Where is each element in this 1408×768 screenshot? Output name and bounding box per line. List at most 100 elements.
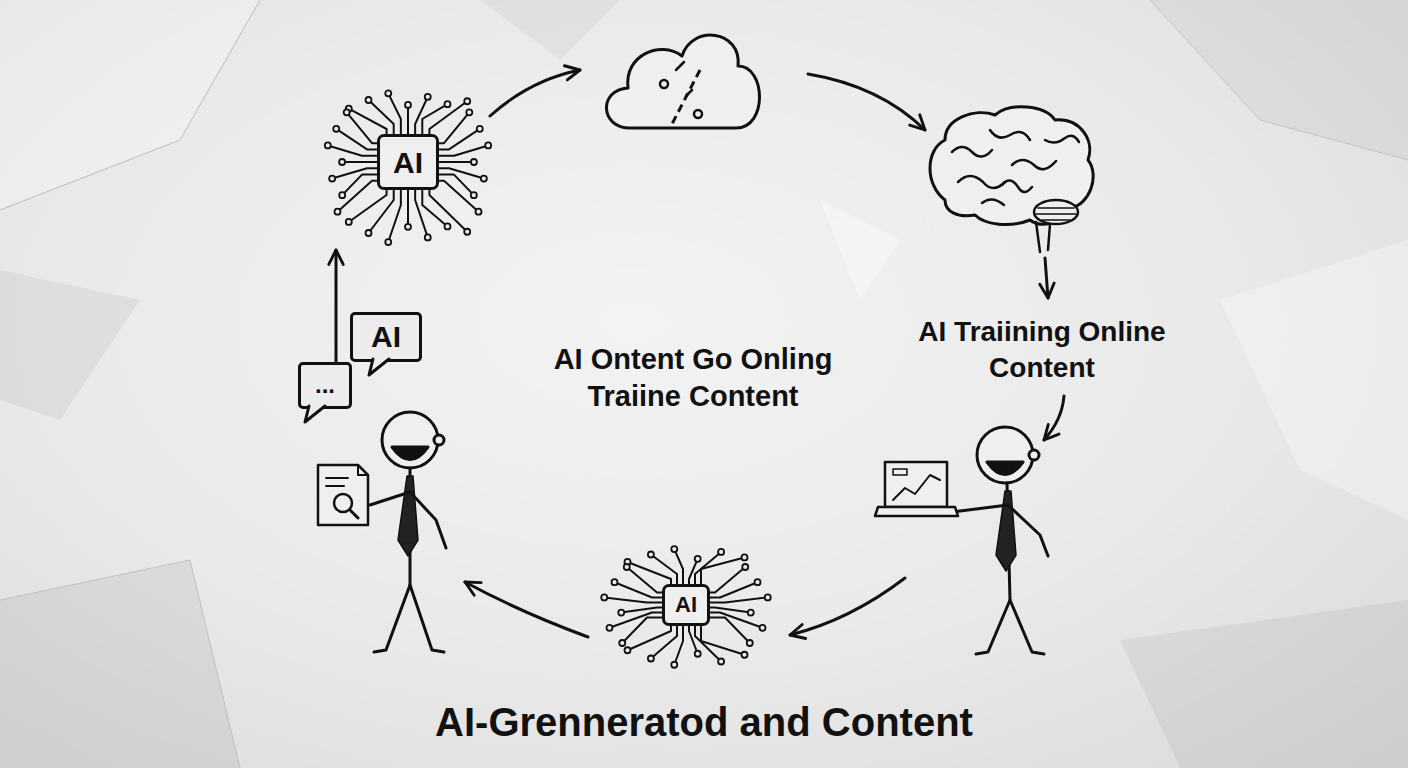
circuit-pad [339,159,345,165]
circuit-pad [385,90,391,96]
bubble-tail [369,359,395,379]
circuit-trace [674,549,683,584]
figure-legs [976,600,1044,654]
bubble-tail [369,358,389,375]
figure-arm [410,492,446,548]
circuit-pad [333,126,339,132]
circuit-pad [718,659,724,665]
circuit-pad [612,579,618,585]
circuit-trace [439,161,474,163]
brain-fold [1045,136,1079,143]
bubble-tail [369,359,389,375]
circuit-trace [439,145,488,155]
circuit-trace [689,559,698,584]
circuit-pad [425,234,431,240]
circuit-pad [466,109,472,115]
circuit-pad [481,176,487,182]
paper-crease [1150,0,1408,160]
figure-arm [952,505,1008,512]
circuit-trace [407,190,409,227]
brain-fold [982,199,1004,205]
circuit-pad [618,610,624,616]
paper-crease [1220,240,1408,520]
cycle-arrow [1045,258,1048,298]
circuit-trace [439,181,479,212]
paper-crease [0,560,240,768]
circuit-pad [765,594,771,600]
circuit-pad [366,230,372,236]
circuit-trace [388,93,401,134]
circuit-trace [429,101,467,134]
brain-outline [930,107,1093,225]
circuit-trace [369,190,394,233]
circuit-pad [344,109,350,115]
cloud-symbol [660,80,668,88]
cycle-arrows [465,70,1064,637]
circuit-trace [651,555,677,585]
laptop-screen [885,462,947,507]
circuit-pad [335,209,341,215]
circuit-pad [648,552,654,558]
chip-body: AI [377,134,439,190]
figure-grin [392,447,428,460]
circuit-pad [742,652,748,658]
circuit-trace [407,105,409,134]
chip-label: AI [393,146,423,179]
circuit-pad [601,594,607,600]
circuit-trace [332,168,377,178]
circuit-trace [710,613,763,628]
circuit-trace [439,168,484,178]
circuit-trace [701,557,745,584]
ai-chip: AI [320,86,496,250]
cloud-symbol [676,62,692,96]
figure-headset [1029,450,1039,460]
paper-sheet [318,465,368,525]
circuit-pad [405,224,411,230]
paper-crease [480,0,620,60]
circuit-pad [760,625,766,631]
circuit-trace [328,145,377,155]
laptop-chart [893,475,940,500]
circuit-pad [444,223,450,229]
paper-crease [820,200,900,300]
brain-fold [1002,180,1032,192]
circuit-trace [342,161,377,163]
laptop-figure [875,427,1048,654]
circuit-trace [369,100,394,134]
bubble-tail [305,406,325,422]
circuit-pad [476,209,482,215]
circuit-trace [710,582,758,597]
brain-fold [990,130,1030,140]
circuit-pad [444,101,450,107]
circuit-trace [674,626,683,665]
circuit-pad [366,97,372,103]
paper-crease [0,270,140,420]
circuit-pad [619,640,625,646]
center-label: AI Ontent Go Onling Traiine Content [538,341,848,415]
brain-icon [930,107,1093,252]
circuit-trace [388,190,401,242]
figure-arm [370,492,410,505]
bubble-tail [305,406,331,426]
circuit-pad [385,239,391,245]
circuit-pad [648,656,654,662]
circuit-pad [405,102,411,108]
circuit-pad [325,142,331,148]
cycle-arrow [465,582,588,637]
bubble-tail [305,405,325,422]
circuit-pad [742,564,748,570]
brain-cerebellum [1036,208,1076,220]
paper-crease [1120,600,1408,768]
paper-sheet [326,465,368,486]
circuit-pad [339,192,345,198]
paper-crease-line [0,560,240,768]
chip-label: AI [675,593,697,617]
circuit-trace [710,597,768,602]
circuit-pad [755,579,761,585]
diagram-title: AI-Grenneratod and Content [0,698,1408,746]
circuit-trace [651,626,677,659]
circuit-trace [689,626,698,654]
ai-chip: AI [596,542,776,672]
figure-grin [987,462,1023,475]
